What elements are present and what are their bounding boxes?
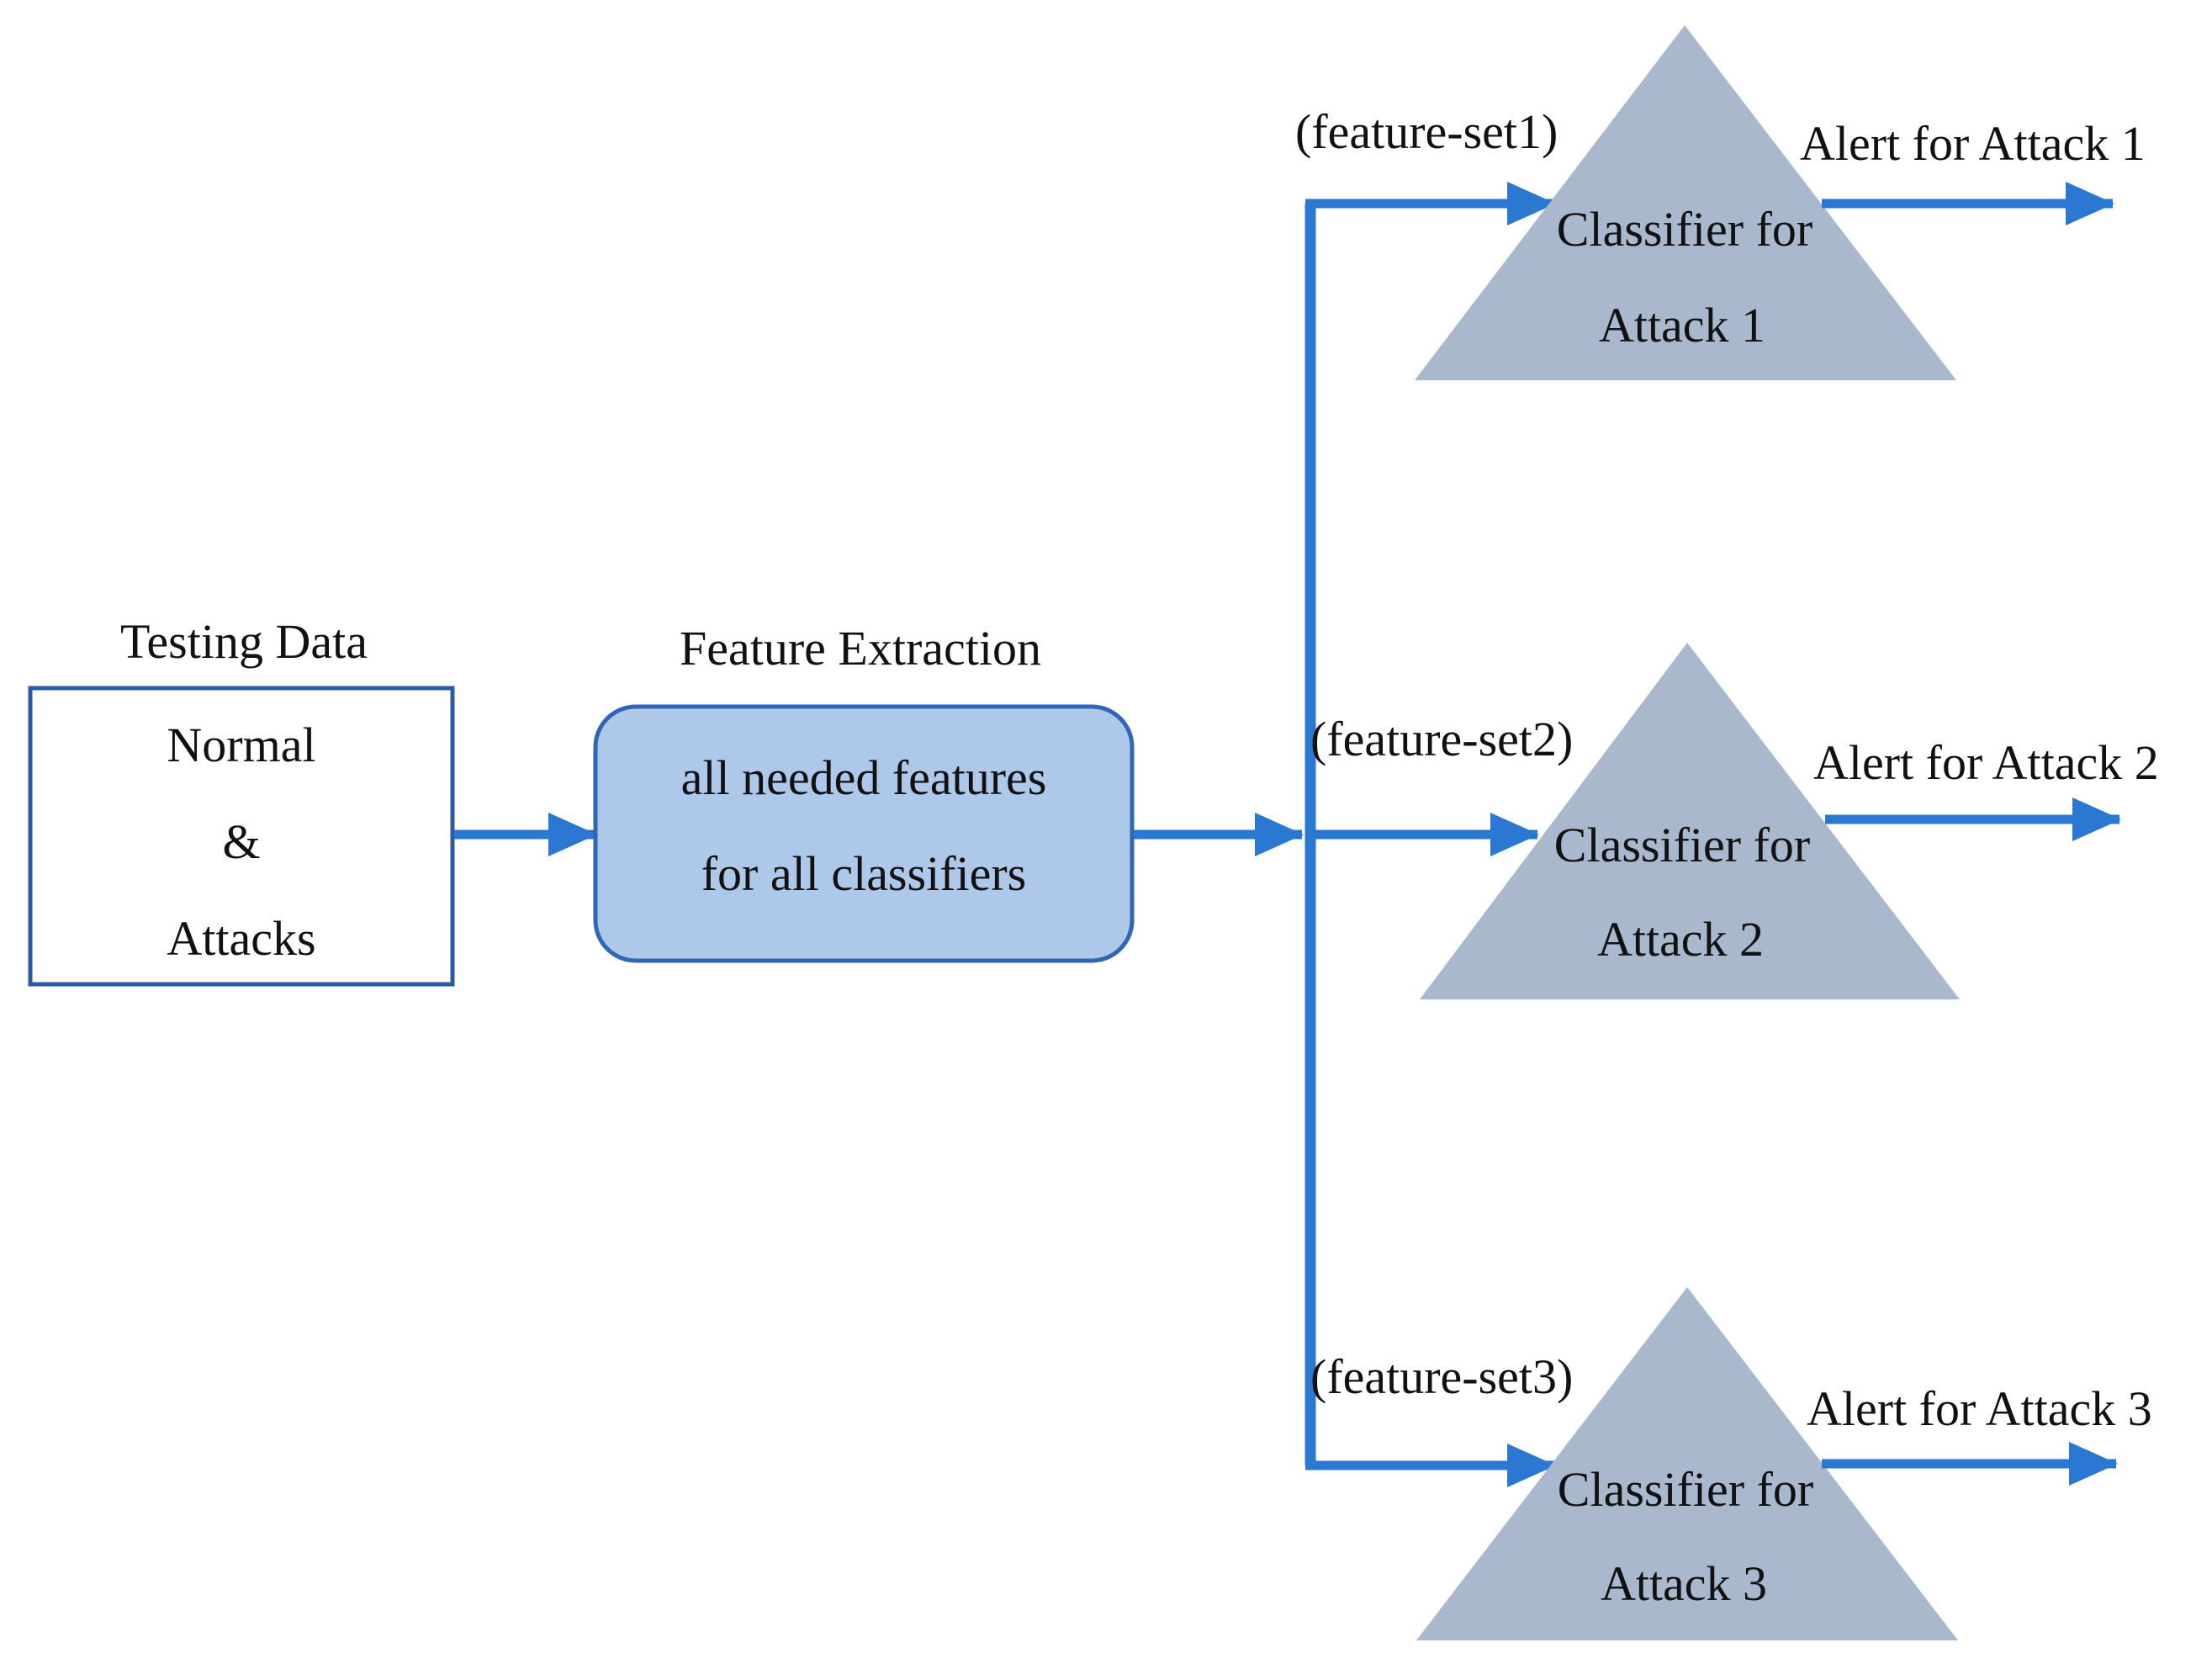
classifier-triangle-2 [1420,643,1960,999]
classifier-triangle-3 [1416,1287,1958,1640]
classifier-node-2: (feature-set2) Classifier for Attack 2 A… [1310,643,2159,999]
testing-data-node: Testing Data Normal & Attacks [28,614,455,987]
feature-extraction-box [593,704,1135,963]
classifier-line-1b: Attack 1 [1599,298,1765,352]
feature-set-label-3: (feature-set3) [1310,1349,1573,1404]
feature-extraction-title: Feature Extraction [680,621,1041,676]
testing-data-line-ampersand: & [222,814,260,869]
classifier-line-2a: Classifier for [1554,818,1810,872]
testing-data-title: Testing Data [120,614,368,669]
feature-extraction-node: Feature Extraction all needed features f… [593,621,1135,963]
classifier-triangle-1 [1415,25,1956,380]
testing-data-line-attacks: Attacks [167,911,315,966]
alert-label-2: Alert for Attack 2 [1813,735,2159,790]
classifier-node-3: (feature-set3) Classifier for Attack 3 A… [1310,1287,2152,1640]
feature-set-label-2: (feature-set2) [1310,712,1573,766]
feature-extraction-line-2: for all classifiers [701,846,1027,901]
alert-label-1: Alert for Attack 1 [1800,116,2146,171]
testing-data-line-normal: Normal [167,718,315,772]
alert-label-3: Alert for Attack 3 [1807,1381,2152,1436]
classifier-line-1a: Classifier for [1557,202,1812,257]
classifier-node-1: (feature-set1) Classifier for Attack 1 A… [1295,25,2146,380]
classifier-line-3a: Classifier for [1558,1462,1813,1517]
feature-extraction-line-1: all needed features [681,750,1047,805]
classifier-line-2b: Attack 2 [1597,912,1764,967]
classifier-line-3b: Attack 3 [1601,1556,1767,1611]
testing-data-box [28,686,455,987]
feature-set-label-1: (feature-set1) [1295,104,1558,159]
